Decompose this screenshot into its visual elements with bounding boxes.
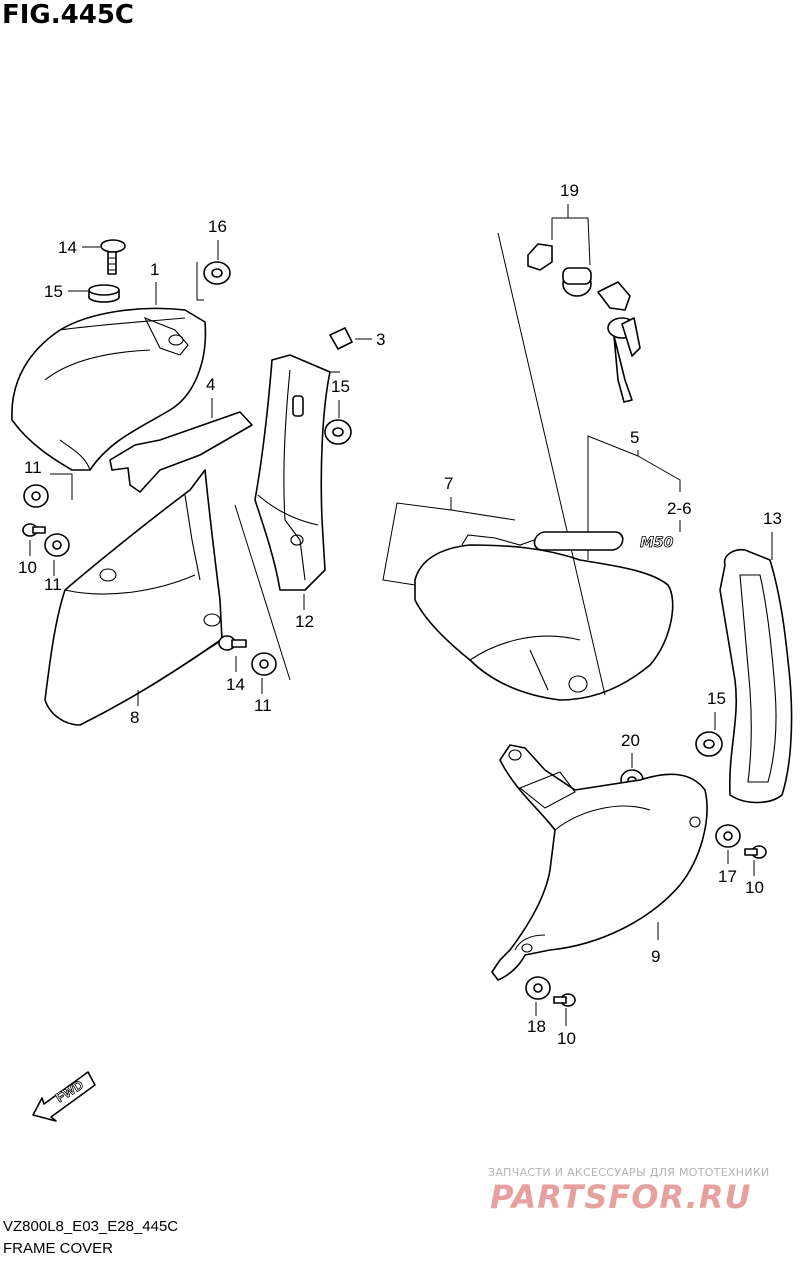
part-3-spacer[interactable] [329, 327, 353, 350]
callout-11-mid: 11 [44, 575, 62, 594]
callout-20: 20 [621, 731, 640, 750]
callout-15-mid: 15 [331, 377, 350, 396]
part-8-lower-panel[interactable] [44, 469, 223, 726]
part-14-bolt-top[interactable] [100, 239, 126, 275]
part-19-key-lock[interactable] [527, 243, 641, 403]
part-4-bracket[interactable] [109, 411, 253, 493]
part-2-6-emblem[interactable]: M50 [533, 531, 674, 551]
part-15-grommet-mid[interactable] [324, 419, 352, 445]
callout-2-6: 2-6 [667, 499, 692, 518]
part-10-bolt-right[interactable] [744, 845, 767, 859]
callout-10-right: 10 [745, 878, 764, 897]
callout-7: 7 [444, 474, 453, 493]
part-14-bolt-lower[interactable] [218, 635, 247, 651]
part-15-grommet-top[interactable] [88, 284, 120, 303]
callout-15-right: 15 [707, 689, 726, 708]
part-9-lower-cover[interactable] [491, 744, 708, 981]
part-11-grommet-mid[interactable] [44, 533, 70, 557]
callout-5: 5 [630, 428, 639, 447]
footer-name: FRAME COVER [3, 1240, 114, 1257]
part-13-rubber-strip[interactable] [719, 548, 793, 804]
callout-18: 18 [527, 1017, 546, 1036]
fwd-arrow-icon: FWD [32, 1071, 96, 1122]
callout-11-lower: 11 [254, 696, 272, 715]
part-18-grommet[interactable] [525, 976, 551, 1000]
callout-17: 17 [718, 867, 737, 886]
callout-11-left: 11 [24, 458, 42, 477]
part-7-side-cover[interactable] [414, 534, 674, 701]
callout-9: 9 [651, 947, 660, 966]
callout-19: 19 [560, 181, 579, 200]
emblem-m50: M50 [640, 535, 674, 551]
figure-title: FIG.445C [2, 0, 135, 30]
part-15-grommet-right[interactable] [695, 731, 723, 757]
callout-13: 13 [763, 509, 782, 528]
part-12-side-bracket[interactable] [254, 354, 331, 591]
watermark-caption: ЗАПЧАСТИ И АКСЕССУАРЫ ДЛЯ МОТОТЕХНИКИ [488, 1166, 770, 1179]
callout-14-lower: 14 [226, 675, 245, 694]
callout-4: 4 [206, 375, 215, 394]
part-17-grommet[interactable] [715, 824, 741, 848]
callout-10-left: 10 [18, 558, 37, 577]
part-16-grommet[interactable] [203, 261, 231, 285]
part-11-grommet-left[interactable] [23, 484, 49, 508]
callout-16: 16 [208, 217, 227, 236]
part-11-grommet-lower[interactable] [251, 652, 277, 676]
callout-1: 1 [150, 260, 159, 279]
callout-12: 12 [295, 612, 314, 631]
callout-8: 8 [130, 708, 139, 727]
part-1-upper-cover[interactable] [11, 307, 207, 471]
callout-14-top: 14 [58, 238, 77, 257]
footer-code: VZ800L8_E03_E28_445C [3, 1218, 179, 1235]
part-10-bolt-bottom[interactable] [553, 993, 576, 1007]
watermark-logo: PARTSFOR.RU [490, 1178, 752, 1216]
callout-3: 3 [376, 330, 385, 349]
callout-10-bottom: 10 [557, 1029, 576, 1048]
callout-15-top: 15 [44, 282, 63, 301]
part-10-bolt-left[interactable] [22, 523, 46, 537]
